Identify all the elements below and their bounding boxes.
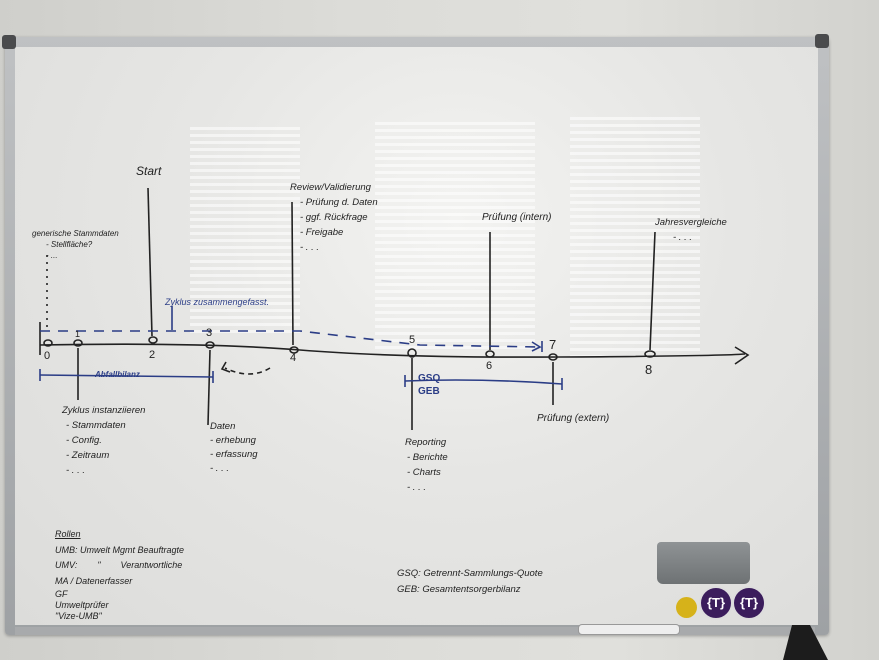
node-0 [43, 339, 53, 347]
window-reflection [570, 117, 700, 357]
review-note: Review/Validierung - Prüfung d. Daten - … [290, 182, 378, 253]
frame-corner [815, 34, 829, 48]
node-1 [73, 339, 83, 347]
yellow-magnet[interactable] [676, 597, 697, 618]
daten-line [207, 349, 211, 426]
node-label: 1 [75, 329, 81, 339]
node-8 [644, 350, 656, 358]
logo-magnet[interactable]: {T} [699, 586, 733, 620]
logo-magnet[interactable]: {T} [732, 586, 766, 620]
whiteboard [15, 47, 818, 625]
gsq-geb-labels: GSQ GEB [418, 373, 441, 397]
node-6 [485, 350, 495, 358]
node-label: 7 [549, 337, 557, 352]
node-label: 8 [645, 362, 653, 377]
node-label: 0 [44, 350, 51, 362]
timeline-axis [39, 343, 746, 358]
pruefung-intern-label: Prüfung (intern) [482, 212, 552, 223]
start-label: Start [136, 164, 162, 178]
node-2 [148, 336, 158, 344]
whiteboard-eraser[interactable] [657, 542, 750, 584]
frame-corner [2, 35, 16, 49]
node-7 [548, 353, 558, 361]
zyklus-dashed-line [40, 330, 541, 348]
abfallbilanz-bar [39, 374, 214, 378]
marker-pen[interactable] [578, 624, 680, 635]
node-label: 6 [486, 360, 493, 372]
timeline-arrowhead [734, 346, 750, 365]
review-line [291, 201, 294, 346]
node-3 [205, 341, 215, 349]
node-label: 4 [290, 352, 297, 364]
gsq-geb-bar [404, 379, 563, 385]
start-line [147, 187, 153, 337]
daten-note: Daten - erhebung - erfassung - . . . [210, 421, 258, 474]
pruefung-extern-label: Prüfung (extern) [537, 413, 610, 424]
zyklus-note: Zyklus zusammengefasst. [165, 297, 270, 307]
zyklus-instanziieren-note: Zyklus instanziieren - Stammdaten - Conf… [62, 405, 146, 476]
abbreviation-legend: GSQ: Getrennt-Sammlungs-Quote GEB: Gesam… [397, 568, 543, 595]
node-label: 2 [149, 349, 156, 361]
marker-tray [15, 627, 815, 635]
reporting-note: Reporting - Berichte - Charts - . . . [405, 437, 448, 493]
node-label: 3 [206, 327, 213, 339]
jahresvergleiche-note: Jahresvergleiche - . . . [655, 217, 727, 243]
node-4 [289, 346, 299, 354]
generic-stammdaten-note: generische Stammdaten - Stellfläche? - .… [32, 229, 119, 260]
window-reflection [375, 122, 535, 352]
rollen-note: Rollen UMB: Umwelt Mgmt Beauftragte UMV:… [55, 529, 185, 621]
node-5 [407, 348, 417, 358]
abfallbilanz-label: Abfallbilanz [95, 370, 140, 379]
window-reflection [190, 127, 300, 337]
node-label: 5 [409, 334, 416, 346]
jahresvergleiche-line [649, 231, 656, 351]
